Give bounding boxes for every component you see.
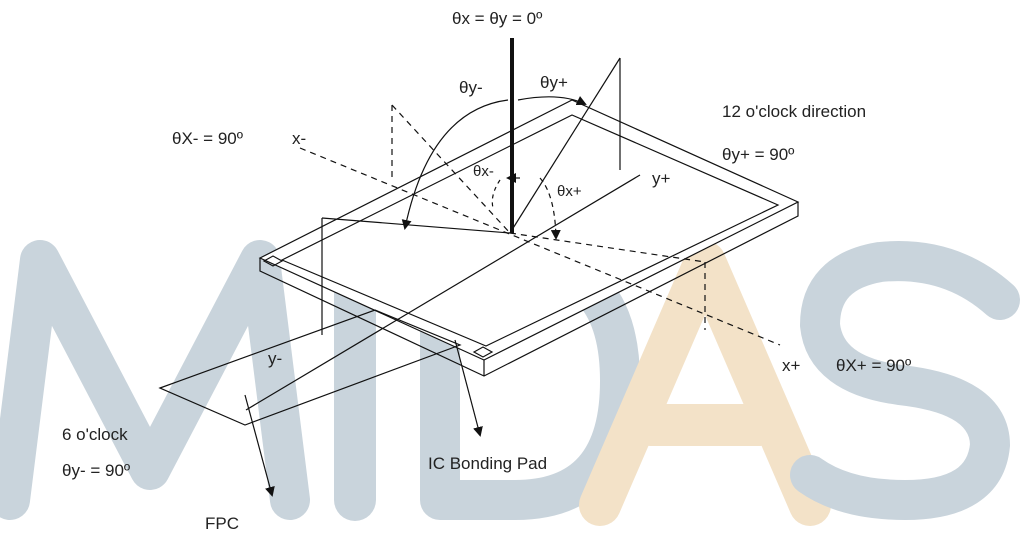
label-top-axis: θx = θy = 0º xyxy=(452,9,543,28)
label-theta-y-plus: θy+ xyxy=(540,73,568,92)
fpc-flap xyxy=(158,309,462,426)
label-x-plus: x+ xyxy=(782,356,801,375)
label-theta-x-minus-90: θX- = 90º xyxy=(172,129,243,148)
label-y-plus: y+ xyxy=(652,169,671,188)
panel-inner-face xyxy=(280,114,780,347)
label-theta-x-minus: θx- xyxy=(473,163,494,180)
x-axis-line xyxy=(299,147,781,346)
y-axis-line xyxy=(245,174,641,411)
label-ic-bonding-pad: IC Bonding Pad xyxy=(428,454,548,473)
watermark-letter-s xyxy=(790,241,1020,521)
label-theta-y-minus-90: θy- = 90º xyxy=(62,461,131,480)
corner-pad-left xyxy=(262,255,284,267)
label-fpc: FPC xyxy=(205,514,239,533)
label-theta-y-plus-90: θy+ = 90º xyxy=(722,145,795,164)
corner-pad-right xyxy=(472,346,494,358)
watermark-letter-m xyxy=(0,240,310,520)
label-theta-y-minus: θy- xyxy=(459,78,483,97)
label-theta-x-plus-90: θX+ = 90º xyxy=(836,356,912,375)
label-y-minus: y- xyxy=(268,349,283,368)
label-6-oclock: 6 o'clock xyxy=(62,425,128,444)
label-x-minus: x- xyxy=(292,129,307,148)
label-theta-x-plus: θx+ xyxy=(557,183,582,200)
label-12-oclock: 12 o'clock direction xyxy=(722,102,867,121)
